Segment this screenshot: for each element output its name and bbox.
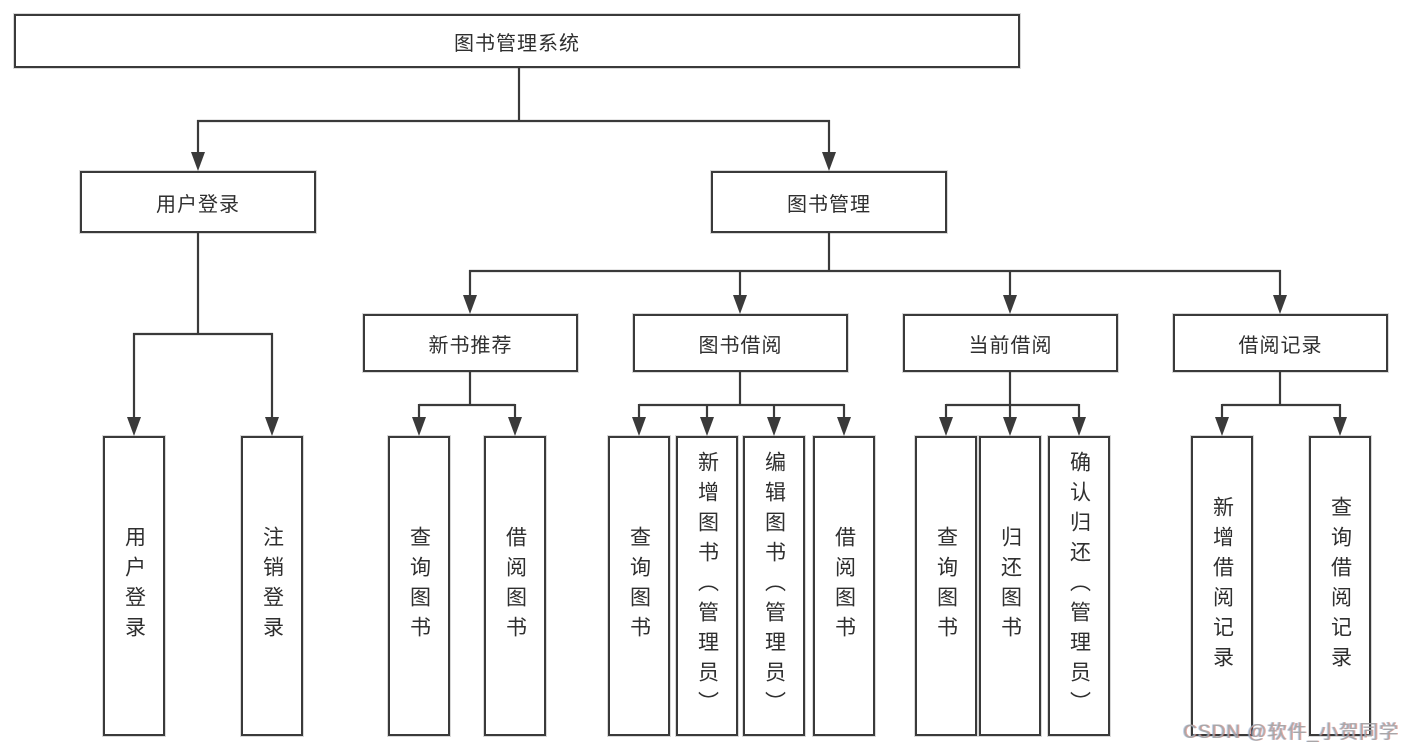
- leaf-borrow-books-2: 借阅图书: [813, 436, 875, 736]
- leaf-edit-books-admin: 编辑图书（管理员）: [743, 436, 805, 736]
- leaf-label: 编辑图书（管理员）: [762, 451, 786, 721]
- leaf-label: 查询借阅记录: [1328, 496, 1352, 676]
- node-book-management: 图书管理: [711, 171, 947, 233]
- leaf-label: 确认归还（管理员）: [1067, 451, 1091, 721]
- leaf-query-books-2: 查询图书: [608, 436, 670, 736]
- node-library-system: 图书管理系统: [14, 14, 1020, 68]
- node-current-borrowing: 当前借阅: [903, 314, 1118, 372]
- leaf-label: 查询图书: [407, 526, 431, 646]
- leaf-add-books-admin: 新增图书（管理员）: [676, 436, 738, 736]
- leaf-query-books-1: 查询图书: [388, 436, 450, 736]
- leaf-add-borrow-record: 新增借阅记录: [1191, 436, 1253, 736]
- leaf-user-login: 用户登录: [103, 436, 165, 736]
- leaf-confirm-return-admin: 确认归还（管理员）: [1048, 436, 1110, 736]
- node-book-borrowing: 图书借阅: [633, 314, 848, 372]
- leaf-label: 用户登录: [122, 526, 146, 646]
- leaf-label: 借阅图书: [832, 526, 856, 646]
- leaf-label: 借阅图书: [503, 526, 527, 646]
- node-user-login-branch: 用户登录: [80, 171, 316, 233]
- node-new-book-recommendation: 新书推荐: [363, 314, 578, 372]
- leaf-borrow-books-1: 借阅图书: [484, 436, 546, 736]
- leaf-query-borrow-record: 查询借阅记录: [1309, 436, 1371, 736]
- leaf-label: 注销登录: [260, 526, 284, 646]
- leaf-label: 新增图书（管理员）: [695, 451, 719, 721]
- leaf-logout: 注销登录: [241, 436, 303, 736]
- leaf-label: 新增借阅记录: [1210, 496, 1234, 676]
- node-borrow-records: 借阅记录: [1173, 314, 1388, 372]
- leaf-label: 查询图书: [627, 526, 651, 646]
- leaf-label: 查询图书: [934, 526, 958, 646]
- leaf-return-books: 归还图书: [979, 436, 1041, 736]
- watermark: CSDN @软件_小贺同学: [1183, 722, 1399, 743]
- leaf-label: 归还图书: [998, 526, 1022, 646]
- leaf-query-books-3: 查询图书: [915, 436, 977, 736]
